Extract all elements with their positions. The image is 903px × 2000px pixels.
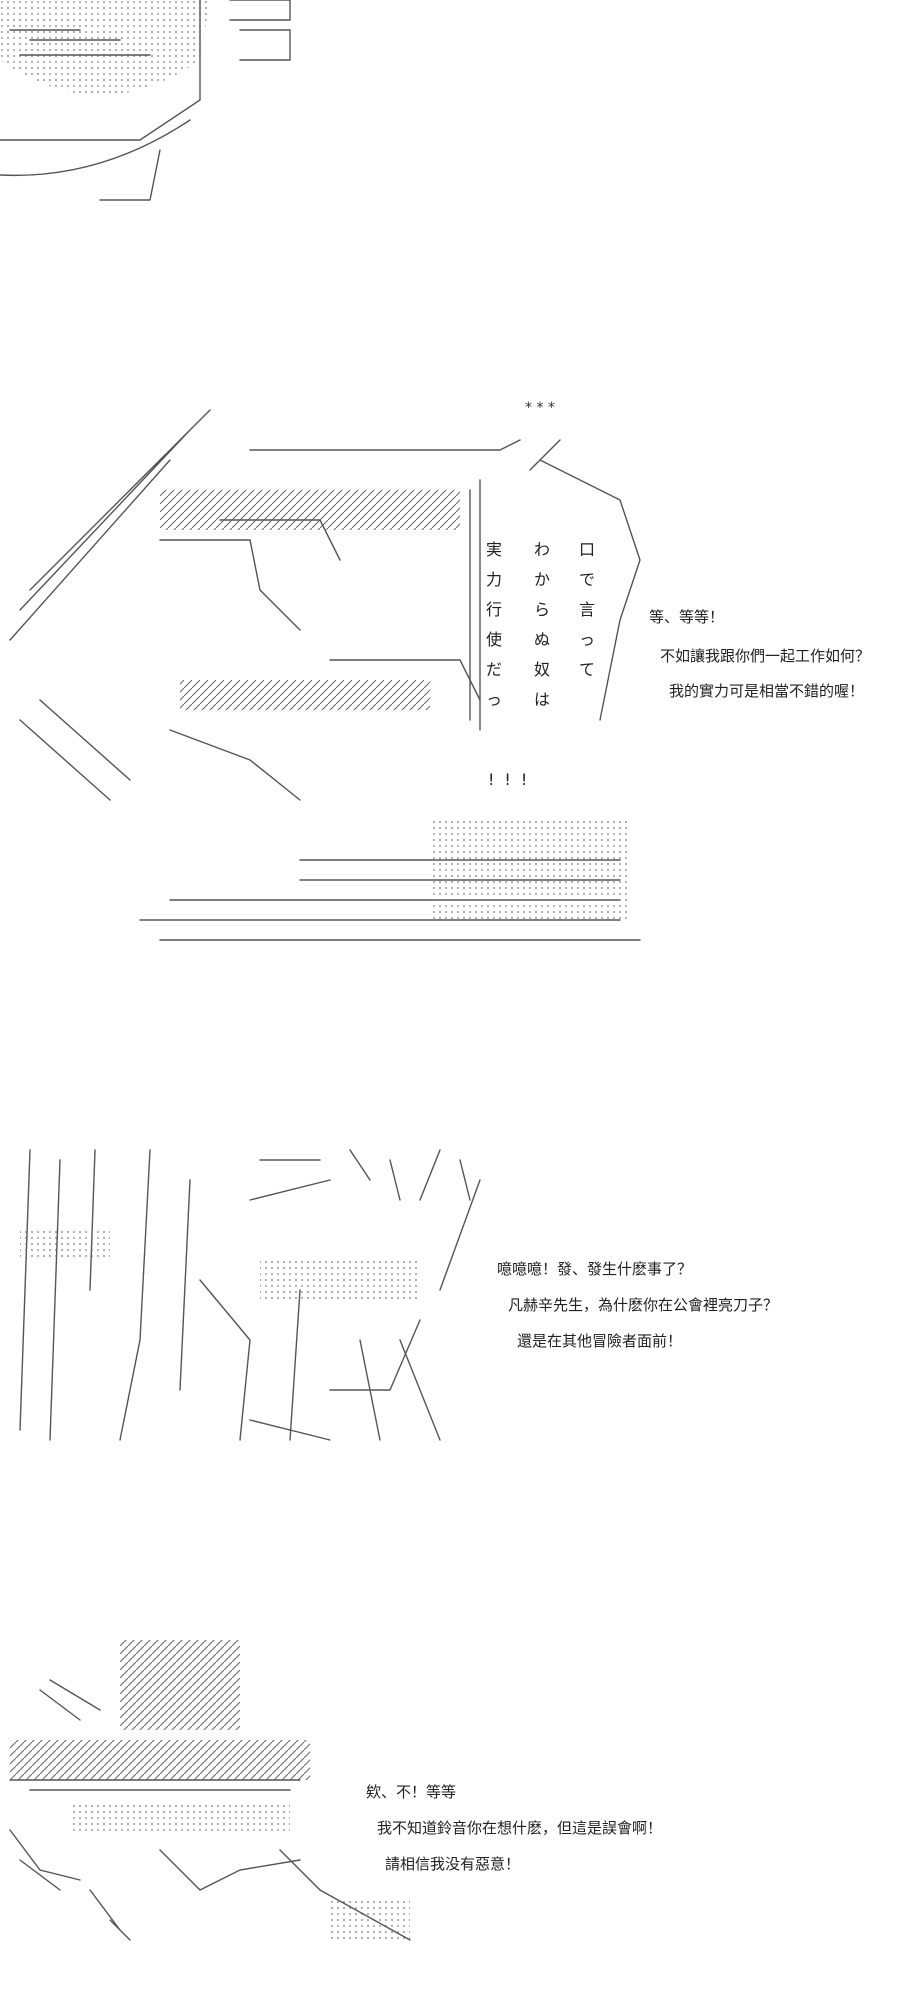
dialogue-line: 請相信我没有惡意！ [385, 1855, 521, 1873]
panel-4: 欸、不！等等 我不知道鈴音你在想什麽，但這是誤會啊！ 請相信我没有惡意！ [0, 1630, 903, 1950]
panel-3: 噫噫噫！發、發生什麽事了？ 凡赫辛先生，為什麽你在公會裡亮刀子？ 還是在其他冒險… [0, 1140, 903, 1470]
ascii-art-panel-2 [9, 409, 641, 941]
dialogue-line: 凡赫辛先生，為什麽你在公會裡亮刀子？ [508, 1296, 779, 1314]
shout-bang: !!! [488, 770, 538, 789]
panel-2: * * * 実力行使だっ わからぬ奴は 口で言って !!! 等、等等！ 不如讓我… [0, 400, 903, 960]
shout-col-3: 口で言って [578, 540, 595, 679]
ascii-art-panel-4 [9, 1640, 411, 1941]
dialogue-line: 欸、不！等等 [366, 1783, 457, 1801]
panel-1 [0, 0, 903, 220]
dialogue-line: 還是在其他冒險者面前！ [517, 1332, 683, 1350]
dialogue-line: 噫噫噫！發、發生什麽事了？ [497, 1260, 693, 1278]
dialogue-line: 不如讓我跟你們一起工作如何？ [660, 647, 871, 665]
ascii-art-panel-3 [19, 1149, 481, 1441]
dialogue-line: 我的實力可是相當不錯的喔！ [669, 682, 865, 700]
shout-col-2: わからぬ奴は [533, 540, 550, 709]
ascii-art-panel-1 [0, 0, 291, 201]
dialogue-line: 等、等等！ [649, 608, 725, 626]
burst-stars: * * * [525, 400, 555, 416]
dialogue-line: 我不知道鈴音你在想什麽，但這是誤會啊！ [377, 1819, 663, 1837]
shout-col-1: 実力行使だっ [485, 540, 502, 709]
